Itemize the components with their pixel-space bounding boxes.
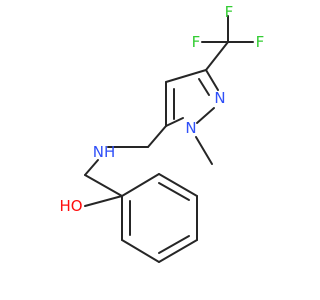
bond-ch2-ring (84, 174, 123, 197)
bond-b2-b3 (121, 239, 160, 263)
linker-bonds (84, 125, 167, 197)
atom-n-ring: N (214, 89, 225, 107)
bond-b3-b4-double (158, 235, 190, 254)
bond-c3-c4 (165, 69, 207, 83)
atom-f-right: F (256, 33, 265, 51)
bond-b1-oh (84, 195, 123, 207)
molecule-structure: F F F N N NH HO (59, 3, 265, 263)
bond-c3-n2-double (198, 78, 210, 96)
bond-c3-n2 (205, 69, 219, 91)
bond-n2-n1 (196, 107, 215, 124)
bond-c5-ch2 (147, 125, 167, 148)
bond-cf3-ring (205, 41, 229, 71)
bond-b5-b6-double (158, 182, 190, 201)
benzene-ring (84, 173, 198, 263)
bond-n1-c5 (165, 117, 184, 127)
atom-oh: HO (59, 197, 82, 215)
pyrazole-ring (165, 69, 219, 165)
bond-b5-b6 (158, 173, 198, 197)
bond-n1-methyl (195, 136, 213, 165)
atom-n-methyl: N (185, 119, 196, 137)
atom-nh-amine: NH (93, 143, 116, 161)
atom-f-left: F (192, 33, 201, 51)
bond-b3-b4 (158, 239, 198, 263)
atom-f-top: F (225, 3, 234, 21)
bond-b6-b1 (121, 173, 160, 197)
cf3-bonds (201, 15, 254, 71)
bond-nh-ch2 (84, 159, 99, 176)
